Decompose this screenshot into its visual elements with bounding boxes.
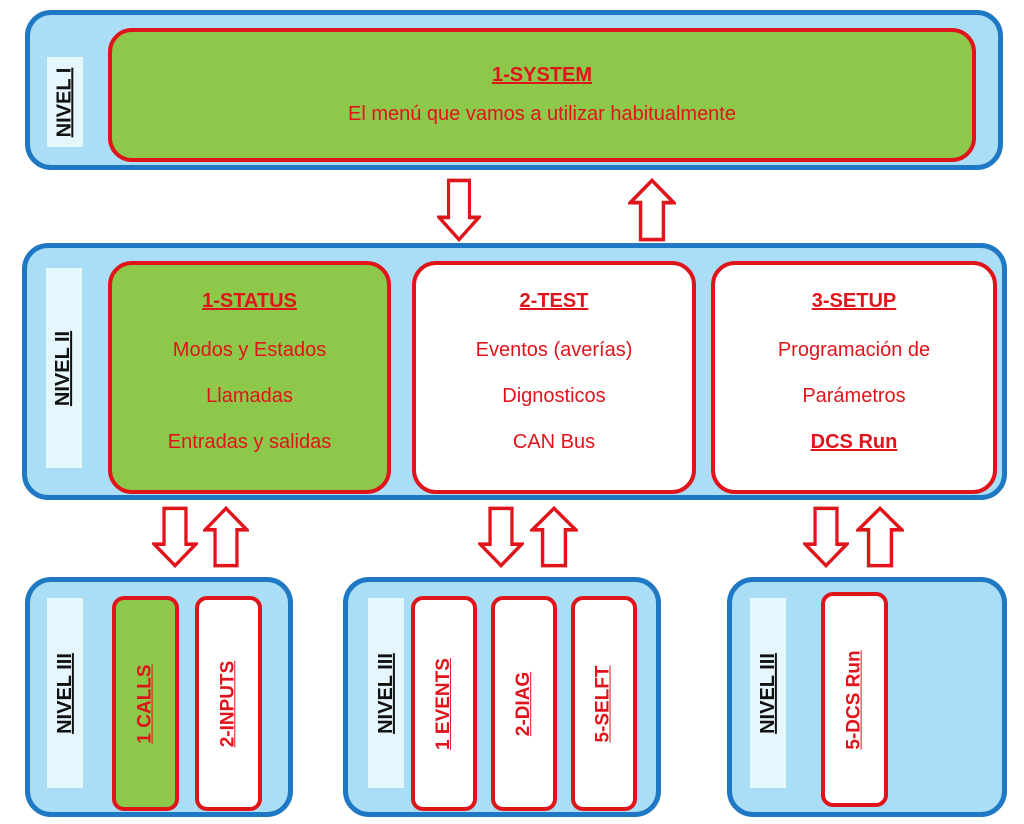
system-description: El menú que vamos a utilizar habitualmen… xyxy=(348,102,736,125)
dcs-run-label: 5-DCS Run xyxy=(843,649,865,750)
selft-menu-box[interactable]: 5-SELFT xyxy=(571,596,637,811)
calls-label: 1 CALLS xyxy=(134,663,156,744)
arrow-up-icon xyxy=(203,506,249,568)
system-menu-box[interactable]: 1-SYSTEM El menú que vamos a utilizar ha… xyxy=(108,28,976,162)
level-1-panel: NIVEL I 1-SYSTEM El menú que vamos a uti… xyxy=(25,10,1003,170)
setup-line: Parámetros xyxy=(802,385,906,407)
status-line: Entradas y salidas xyxy=(167,431,332,453)
dcs-run-menu-box[interactable]: 5-DCS Run xyxy=(821,592,888,807)
diag-menu-box[interactable]: 2-DIAG xyxy=(491,596,557,811)
test-line: CAN Bus xyxy=(512,431,596,453)
test-line: Dignosticos xyxy=(502,385,606,407)
inputs-label: 2-INPUTS xyxy=(217,660,239,747)
setup-line: Programación de xyxy=(777,339,931,361)
calls-menu-box[interactable]: 1 CALLS xyxy=(112,596,179,811)
level-3-label: NIVEL III xyxy=(368,598,404,788)
system-title: 1-SYSTEM xyxy=(491,63,593,86)
status-title: 1-STATUS xyxy=(202,290,297,312)
arrow-up-icon xyxy=(530,506,578,568)
test-line: Eventos (averías) xyxy=(475,339,633,361)
level-2-panel: NIVEL II 1-STATUS Modos y Estados Llamad… xyxy=(22,243,1007,500)
arrow-down-icon xyxy=(803,506,849,568)
selft-label: 5-SELFT xyxy=(593,664,614,743)
status-menu-box[interactable]: 1-STATUS Modos y Estados Llamadas Entrad… xyxy=(108,261,391,494)
level-3-test-panel: NIVEL III 1 EVENTS 2-DIAG 5-SELFT xyxy=(343,577,661,817)
setup-line-dcs-run: DCS Run xyxy=(810,431,898,453)
level-3-label: NIVEL III xyxy=(47,598,83,788)
diag-label: 2-DIAG xyxy=(513,671,534,736)
status-line: Modos y Estados xyxy=(172,339,327,361)
arrow-up-icon xyxy=(628,178,676,242)
arrow-down-icon xyxy=(437,178,481,242)
level-2-label: NIVEL II xyxy=(46,268,82,468)
level-3-status-panel: NIVEL III 1 CALLS 2-INPUTS xyxy=(25,577,293,817)
arrow-down-icon xyxy=(478,506,524,568)
level-1-label: NIVEL I xyxy=(47,57,83,147)
arrow-down-icon xyxy=(152,506,198,568)
setup-title: 3-SETUP xyxy=(811,290,897,312)
events-label: 1 EVENTS xyxy=(433,657,454,750)
level-3-setup-panel: NIVEL III 5-DCS Run xyxy=(727,577,1007,817)
level-3-label: NIVEL III xyxy=(750,598,786,788)
arrow-up-icon xyxy=(856,506,904,568)
test-menu-box[interactable]: 2-TEST Eventos (averías) Dignosticos CAN… xyxy=(412,261,696,494)
setup-menu-box[interactable]: 3-SETUP Programación de Parámetros DCS R… xyxy=(711,261,997,494)
events-menu-box[interactable]: 1 EVENTS xyxy=(411,596,477,811)
inputs-menu-box[interactable]: 2-INPUTS xyxy=(195,596,262,811)
status-line: Llamadas xyxy=(206,385,293,407)
test-title: 2-TEST xyxy=(519,290,589,312)
